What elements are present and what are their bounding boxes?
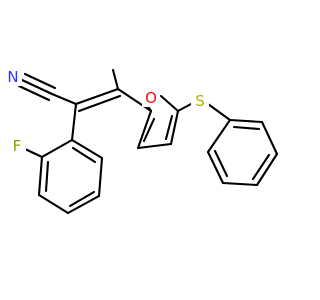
bond-fp-6 (70, 138, 104, 160)
bond-alkene-double-a (74, 87, 120, 106)
bond-furan-5 (136, 109, 153, 150)
structure-canvas: N O S F (4, 66, 279, 215)
bond-cn-triple-a (20, 78, 54, 96)
fluorophenyl-ring (23, 138, 104, 215)
bond-s-ph (206, 102, 232, 122)
bond-ph-3 (255, 152, 279, 187)
bond-ph-1 (228, 118, 264, 124)
atom-o: O (145, 89, 157, 107)
bond-ph-inner-1 (232, 125, 261, 131)
furan-ring (136, 94, 193, 150)
bond-cn-triple-b (23, 72, 57, 90)
bond-ph-inner-2 (251, 153, 271, 181)
nitrile-group (17, 72, 78, 106)
bond-furan-3 (169, 109, 180, 146)
bond-ph-6 (206, 118, 232, 154)
bond-cn-triple-c (17, 84, 51, 102)
molecule-diagram: N O S F (4, 66, 279, 215)
bond-vinyl-h (111, 68, 120, 91)
atom-labels: N O S F (4, 66, 209, 156)
bond-alkene-to-aryl (70, 102, 78, 142)
bond-ph-4 (221, 181, 259, 187)
bond-furan-2 (159, 94, 180, 113)
bond-furan-5-inner (142, 117, 156, 143)
bond-fp-3 (37, 193, 70, 215)
bond-furan-3-inner (164, 114, 174, 141)
bond-c-cn (50, 92, 78, 106)
bond-alkene-to-furan (116, 87, 153, 113)
bond-ph-5 (206, 150, 225, 185)
bond-c-s (176, 102, 193, 113)
bond-fp-1 (40, 138, 74, 159)
bond-fp-4 (66, 194, 101, 215)
atom-n: N (7, 68, 18, 86)
atom-f: F (13, 137, 22, 155)
bond-ph-2 (260, 120, 279, 156)
bond-fp-inner-2 (68, 190, 96, 208)
bond-fp-5 (97, 156, 104, 198)
bond-alkene-double-b (77, 94, 122, 113)
phenyl-ring (206, 102, 279, 187)
atom-s: S (195, 92, 205, 110)
bond-c-f (23, 147, 44, 159)
bond-fp-2 (37, 155, 44, 197)
alkene (70, 68, 153, 142)
bond-furan-4 (136, 142, 173, 150)
bond-fp-inner-3 (71, 146, 97, 164)
bond-fp-inner-1 (44, 160, 50, 193)
bond-ph-inner-3 (213, 149, 229, 178)
